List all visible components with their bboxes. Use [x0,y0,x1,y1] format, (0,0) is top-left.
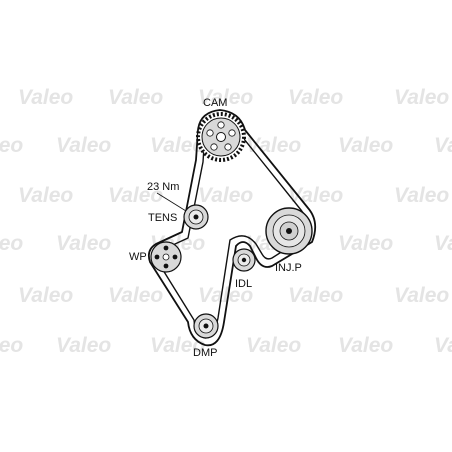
watermark: Valeo [338,334,393,357]
cam-hole [228,129,236,137]
cam-hole [206,129,214,137]
watermark: Valeo [56,134,111,157]
label-idl: IDL [235,278,252,290]
watermark: Valeo [0,232,23,255]
torque-leader-line [156,192,187,212]
damper-pulley [193,313,219,339]
label-cam: CAM [203,97,227,109]
watermark: Valeo [18,284,73,307]
watermark: Valeo [434,134,452,157]
watermark: Valeo [108,184,163,207]
watermark: Valeo [394,184,449,207]
watermark: Valeo [288,86,343,109]
tensioner-pulley [183,204,209,230]
water-pump-pulley [150,241,182,273]
cam-hole [217,121,225,129]
cam-hole [224,143,232,151]
water-pump-hole [154,254,160,260]
watermark: Valeo [108,284,163,307]
watermark: Valeo [198,184,253,207]
tensioner-hub [193,214,199,220]
watermark: Valeo [18,86,73,109]
cam-hub [216,132,226,142]
watermark: Valeo [246,134,301,157]
watermark: Valeo [288,284,343,307]
watermark: Valeo [18,184,73,207]
watermark: Valeo [394,284,449,307]
damper-hub [203,323,209,329]
cam-sprocket [196,112,246,162]
water-pump-hub [162,253,170,261]
watermark: Valeo [246,334,301,357]
belt-outer-edge [147,109,317,347]
watermark: Valeo [56,232,111,255]
watermark: Valeo [338,232,393,255]
watermark: Valeo [150,134,205,157]
watermark: Valeo [394,86,449,109]
watermark: Valeo [434,334,452,357]
label-torque: 23 Nm [147,181,179,193]
label-dmp: DMP [193,347,217,359]
idler-pulley [232,248,256,272]
water-pump-hole [172,254,178,260]
watermark: Valeo [434,232,452,255]
cam-hole [210,143,218,151]
label-wp: WP [129,251,147,263]
label-tens: TENS [148,212,177,224]
watermark: Valeo [56,334,111,357]
watermark: Valeo [0,334,23,357]
watermark: Valeo [198,284,253,307]
watermark: Valeo [0,134,23,157]
injection-pump-pulley [265,207,313,255]
injection-pump-hub [286,228,292,234]
water-pump-hole [163,263,169,269]
watermark: Valeo [198,86,253,109]
watermark: Valeo [150,334,205,357]
label-injp: INJ.P [275,262,302,274]
idler-hub [241,257,247,263]
water-pump-hole [163,245,169,251]
watermark: Valeo [108,86,163,109]
watermark: Valeo [338,134,393,157]
